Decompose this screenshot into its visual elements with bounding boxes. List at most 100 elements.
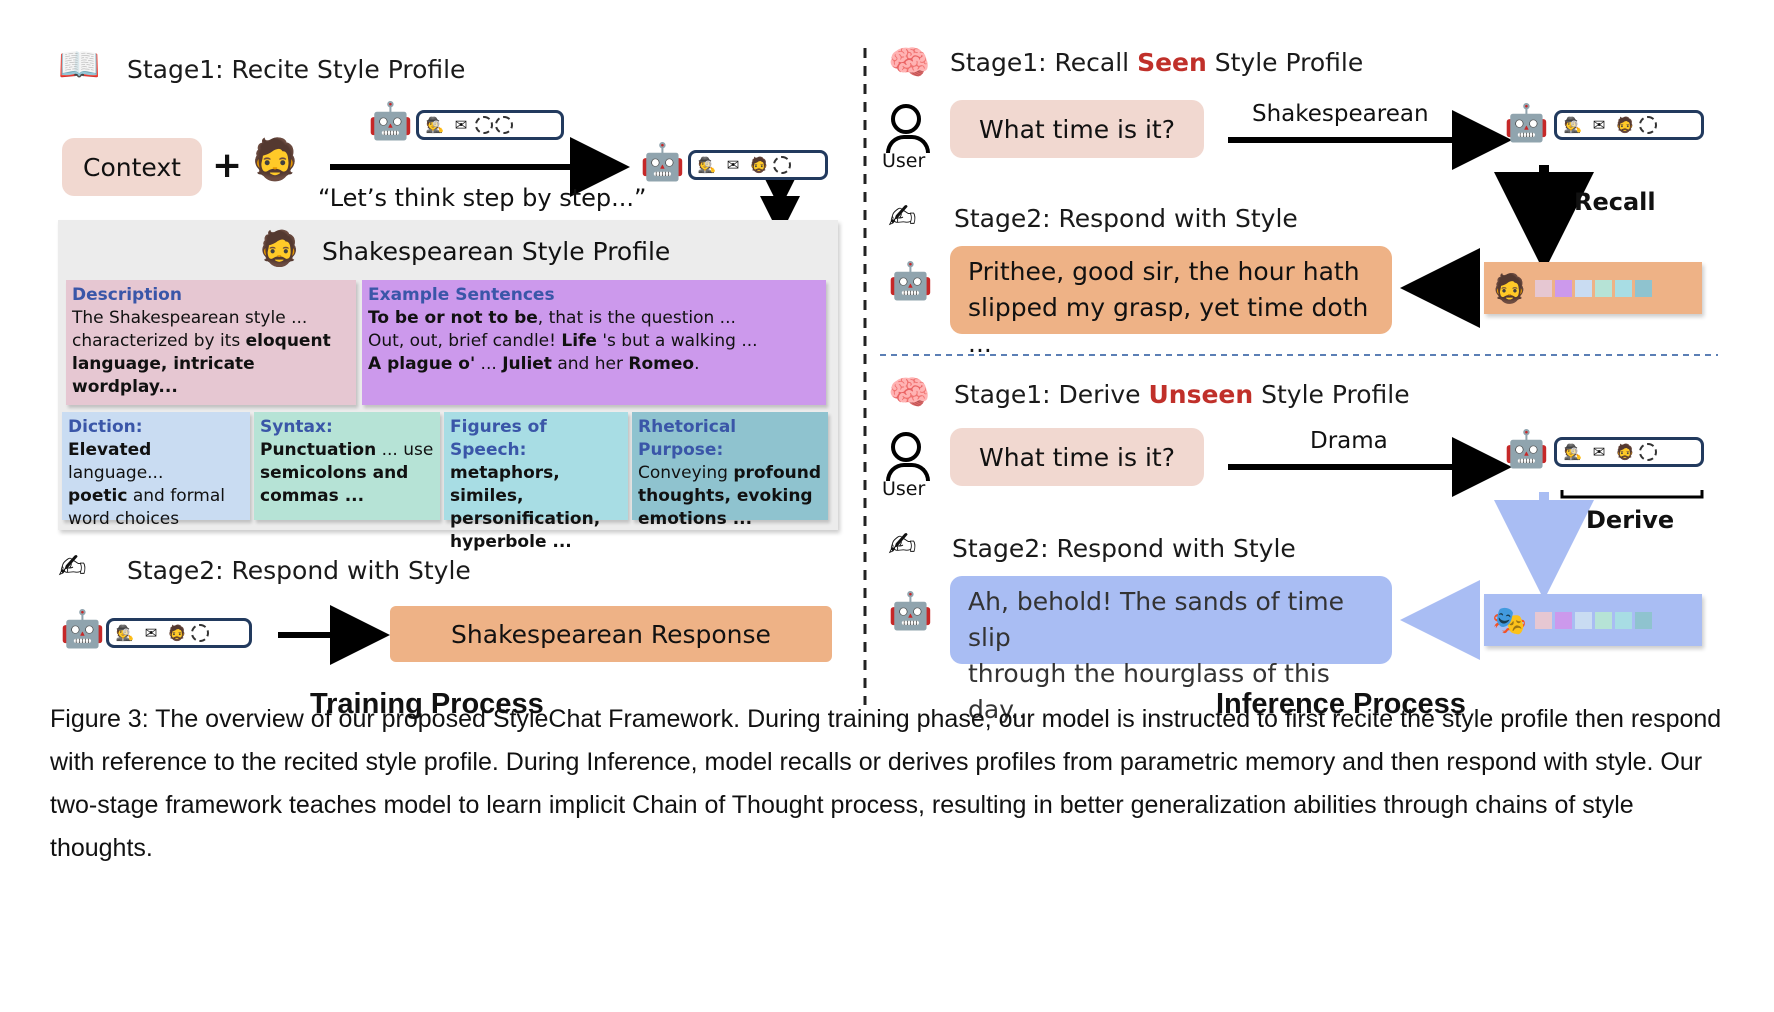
examples-header: Example Sentences	[368, 285, 555, 305]
empty-slot-icon	[1639, 116, 1657, 134]
shakespearean-response-label: Shakespearean Response	[451, 619, 771, 649]
envelope-icon: ✉	[726, 155, 740, 174]
profile-square	[1574, 611, 1592, 629]
envelope-icon: ✉	[1592, 115, 1606, 134]
training-stage2-title: Stage2: Respond with Style	[127, 556, 471, 585]
training-process-label: Training Process	[310, 688, 544, 720]
profile-square	[1554, 611, 1572, 629]
empty-slot-icon	[495, 116, 513, 134]
robot-icon: 🤖	[1504, 103, 1549, 144]
unseen-response-line1: Ah, behold! The sands of time slip	[968, 587, 1345, 652]
examples-line2: Out, out, brief candle! Life 's but a wa…	[368, 331, 758, 351]
profile-square	[1594, 611, 1612, 629]
recall-label: Recall	[1574, 188, 1656, 216]
seen-response-line1: Prithee, good sir, the hour hath	[968, 257, 1360, 286]
open-book-icon: 📖	[58, 45, 101, 85]
description-cell: Description The Shakespearean style ... …	[66, 280, 356, 405]
brain-icon: 🧠	[888, 43, 931, 83]
figures-of-speech-cell: Figures of Speech: metaphors, similes, p…	[444, 412, 628, 552]
unseen-question-box: What time is it?	[950, 428, 1204, 486]
shakespeare-icon: 🧔	[1615, 442, 1635, 461]
shakespeare-icon: 🧔	[749, 155, 769, 174]
seen-response-line2: slipped my grasp, yet time doth ...	[968, 293, 1369, 358]
user-label: User	[882, 150, 926, 172]
unseen-stage1-title: Stage1: Derive Unseen Style Profile	[954, 380, 1410, 409]
diction-header: Diction:	[68, 417, 143, 437]
unseen-profile-strip: 🎭	[1484, 594, 1702, 646]
description-header: Description	[72, 285, 182, 305]
profile-square	[1614, 279, 1632, 297]
writing-hand-icon: ✍	[888, 197, 917, 237]
profile-title: Shakespearean Style Profile	[322, 237, 671, 266]
detective-icon: 🕵	[1563, 115, 1583, 134]
derive-bracket	[1560, 490, 1704, 499]
envelope-icon: ✉	[144, 623, 158, 642]
empty-slot-icon	[475, 116, 493, 134]
detective-icon: 🕵	[697, 155, 717, 174]
robot-icon: 🤖	[60, 609, 105, 650]
user-icon	[886, 104, 930, 153]
user-label: User	[882, 478, 926, 500]
empty-slot-icon	[1639, 443, 1657, 461]
detective-icon: 🕵	[1563, 442, 1583, 461]
envelope-icon: ✉	[454, 115, 468, 134]
shakespeare-icon: 🧔	[250, 137, 300, 183]
diction-cell: Diction: Elevated language... poetic and…	[62, 412, 250, 529]
seen-response-box: Prithee, good sir, the hour hath slipped…	[950, 246, 1392, 358]
drama-masks-icon: 🎭	[1492, 603, 1527, 637]
inference-process-label: Inference Process	[1216, 688, 1466, 720]
envelope-icon: ✉	[1592, 442, 1606, 461]
writing-hand-icon: ✍	[58, 547, 87, 587]
description-line2: characterized by its eloquent	[72, 331, 331, 351]
user-icon	[886, 432, 930, 481]
unseen-arrow-label: Drama	[1310, 428, 1388, 454]
seen-stage1-title: Stage1: Recall Seen Style Profile	[950, 48, 1364, 77]
token-box: 🕵 ✉	[416, 110, 564, 140]
context-label: Context	[83, 152, 181, 182]
figure-caption: Figure 3: The overview of our proposed S…	[50, 705, 1722, 862]
profile-square	[1534, 611, 1552, 629]
prompt-text: “Let’s think step by step...”	[318, 184, 647, 212]
token-box: 🕵 ✉ 🧔	[106, 618, 252, 648]
unseen-stage2-title: Stage2: Respond with Style	[952, 534, 1296, 563]
examples-line1: To be or not to be, that is the question…	[368, 308, 736, 328]
token-box: 🕵 ✉ 🧔	[688, 150, 828, 180]
rhetorical-purpose-cell: Rhetorical Purpose: Conveying profound t…	[632, 412, 828, 529]
shakespeare-icon: 🧔	[1492, 271, 1527, 305]
unseen-response-box: Ah, behold! The sands of time slip throu…	[950, 576, 1392, 724]
profile-square	[1634, 611, 1652, 629]
shakespearean-response-box: Shakespearean Response	[390, 606, 832, 662]
profile-square	[1534, 279, 1552, 297]
seen-stage2-title: Stage2: Respond with Style	[954, 204, 1298, 233]
shakespeare-icon: 🧔	[258, 229, 301, 269]
seen-question: What time is it?	[979, 114, 1175, 144]
profile-square	[1554, 279, 1572, 297]
rhetorical-header: Rhetorical Purpose:	[638, 417, 737, 460]
training-stage1-title: Stage1: Recite Style Profile	[127, 55, 466, 84]
profile-square	[1574, 279, 1592, 297]
detective-icon: 🕵	[115, 623, 135, 642]
detective-icon: 🕵	[425, 115, 445, 134]
examples-line3: A plague o' ... Juliet and her Romeo.	[368, 354, 700, 374]
unseen-response-line2: through the hourglass of this day..	[968, 659, 1330, 724]
syntax-header: Syntax:	[260, 417, 333, 437]
seen-profile-strip: 🧔	[1484, 262, 1702, 314]
seen-arrow-label: Shakespearean	[1252, 101, 1429, 127]
writing-hand-icon: ✍	[888, 525, 917, 565]
robot-icon: 🤖	[888, 261, 933, 302]
token-box: 🕵 ✉ 🧔	[1554, 110, 1704, 140]
syntax-cell: Syntax: Punctuation ... use semicolons a…	[254, 412, 440, 520]
empty-slot-icon	[191, 624, 209, 642]
description-line1: The Shakespearean style ...	[72, 308, 308, 328]
brain-icon: 🧠	[888, 373, 931, 413]
profile-square	[1634, 279, 1652, 297]
token-box: 🕵 ✉ 🧔	[1554, 437, 1704, 467]
unseen-question: What time is it?	[979, 442, 1175, 472]
robot-icon: 🤖	[888, 591, 933, 632]
shakespeare-icon: 🧔	[1615, 115, 1635, 134]
empty-slot-icon	[773, 156, 791, 174]
profile-square	[1614, 611, 1632, 629]
shakespeare-icon: 🧔	[167, 623, 187, 642]
description-line3: language, intricate wordplay...	[72, 354, 255, 397]
